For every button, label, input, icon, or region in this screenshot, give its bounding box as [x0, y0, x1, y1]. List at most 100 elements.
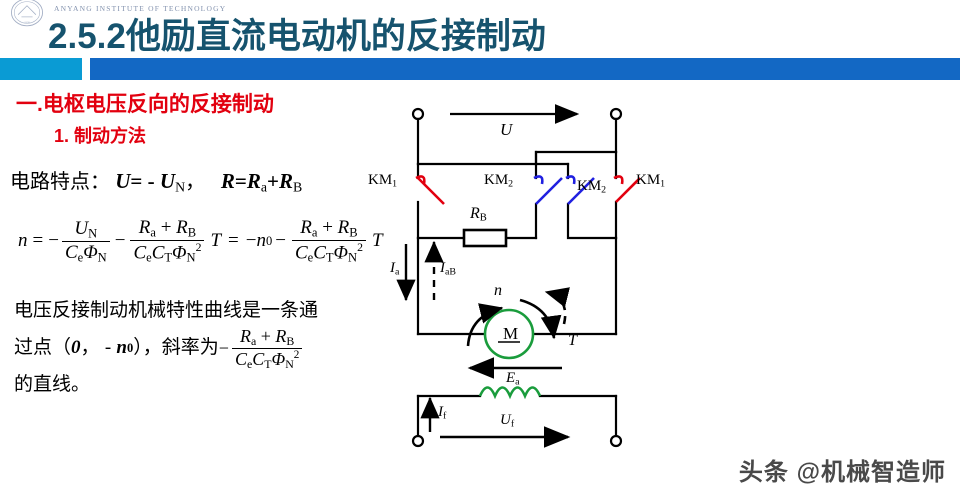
eq-f2-Phi-sup: 2 [195, 241, 202, 255]
feature-Ra: R [246, 169, 261, 193]
eq-f3-Ra-sub: a [311, 225, 318, 240]
label-Uf: Uf [500, 412, 515, 430]
eq-f1-U: U [74, 217, 89, 239]
institute-logo: 1909 ANYANG INSTITUTE OF TECHNOLOGY [2, 0, 232, 28]
seal-icon: 1909 [11, 0, 43, 27]
arrow-T-solid [519, 298, 562, 340]
svg-text:1909: 1909 [24, 22, 30, 25]
slope-Ra: R [239, 325, 251, 346]
fraction-RaRB-CeCTPhi2-2: Ra + RB CeCTΦN2 [291, 217, 366, 265]
eq-f2-plus: + [160, 217, 172, 238]
eq-f2-Ra: R [138, 217, 151, 238]
terminal-bottom-right [609, 434, 623, 448]
fraction-RaRB-CeCTPhi2-1: Ra + RB CeCTΦN2 [130, 217, 205, 265]
label-T: T [568, 332, 577, 349]
feature-label: 电路特点： [10, 171, 110, 193]
slope-Phi: Φ [271, 348, 286, 369]
page-title: 2.5.2他励直流电动机的反接制动 [48, 17, 546, 56]
eq-f2-Ce-sub: e [146, 250, 152, 265]
eq-f3-Ce: C [294, 242, 308, 264]
resistor-RB [462, 228, 508, 248]
eq-f2-CT: C [151, 242, 165, 264]
label-n: n [494, 282, 502, 299]
slope-Phi-sup: 2 [293, 349, 300, 362]
eq-T-2: T [371, 230, 383, 252]
eq-f3-Ra: R [300, 217, 312, 238]
feature-UN-sub: N [175, 179, 186, 195]
eq-f3-CT: C [313, 242, 326, 264]
contact-km2-right [565, 175, 595, 205]
paragraph-neg: - [104, 337, 112, 359]
label-km1-right: KM1 [636, 172, 666, 190]
contact-km1-right [613, 175, 641, 203]
feature-plus: + [266, 169, 279, 193]
eq-minus-1: − [48, 230, 59, 252]
label-U: U [500, 120, 513, 139]
eq-f2-CT-sub: T [164, 250, 173, 265]
eq-f2-Ra-sub: a [150, 225, 156, 240]
eq-f2-RB-sub: B [187, 225, 197, 240]
paragraph-p2g: ），斜率为 [133, 337, 219, 359]
institute-name-en: ANYANG INSTITUTE OF TECHNOLOGY [54, 4, 227, 13]
paragraph-n-sub: 0 [127, 341, 134, 356]
label-Ea: Ea [506, 370, 520, 388]
arrow-n [466, 303, 504, 347]
eq-f2-RB: R [176, 217, 188, 238]
slope-CT-sub: T [264, 357, 272, 372]
paragraph-n: n [116, 337, 127, 359]
paragraph-line-3: 的直线。 [14, 374, 91, 396]
slope-Ce-sub: e [246, 357, 253, 372]
label-RB: RB [470, 205, 487, 224]
eq-f3-CT-sub: T [325, 250, 334, 265]
arrow-T-dashed [544, 287, 570, 325]
eq-f1-Phi-sub: N [97, 249, 107, 264]
eq-f3-Ce-sub: e [307, 250, 314, 265]
section-heading-1: 一.电枢电压反向的反接制动 [16, 93, 274, 116]
paragraph-comma: ， [80, 337, 100, 359]
feature-eq-sign: = - [130, 169, 155, 193]
circuit-svg [396, 104, 641, 448]
eq-f3-RB: R [337, 217, 350, 238]
feature-R-eq: = [234, 169, 247, 193]
label-km2-right: KM2 [577, 178, 607, 196]
label-Ia: Ia [390, 260, 400, 278]
accent-bar-main [90, 58, 960, 80]
slope-Phi-sub: N [285, 357, 294, 372]
field-winding-coil [478, 386, 542, 400]
feature-comma: ， [185, 171, 206, 193]
feature-U: U [115, 169, 131, 193]
paragraph-zero: 0 [71, 337, 81, 359]
eq-f1-C: C [64, 241, 78, 263]
eq-f3-Phi-sub: N [348, 250, 358, 265]
slope-Ce: C [234, 348, 247, 369]
label-km2-left: KM2 [484, 172, 514, 190]
eq-n0-sub: 0 [265, 233, 273, 248]
feature-R: R [220, 169, 235, 193]
circuit-diagram: U KM1 KM2 KM2 KM1 RB Ia IaB n T M Ea If [368, 92, 672, 457]
slope-RB: R [275, 325, 287, 346]
eq-f3-Phi-sup: 2 [357, 241, 363, 255]
eq-equals: = [32, 230, 44, 252]
watermark: 头条 @机械智造师 [738, 459, 946, 486]
feature-RB-sub: B [292, 179, 303, 195]
eq-f3-Phi: Φ [333, 242, 349, 264]
section-heading-2: 1. 制动方法 [54, 126, 147, 146]
terminal-top-right [609, 107, 623, 121]
eq-equals-2: = [228, 230, 239, 252]
circuit-feature-line: 电路特点： U= - UN， R=Ra+RB [10, 165, 302, 196]
label-motor-M: M [503, 324, 519, 343]
slope-plus: + [260, 325, 271, 346]
circuit-wires [411, 107, 623, 336]
fraction-UN-CePhiN: UN CeΦN [61, 217, 110, 264]
eq-n0: n [256, 230, 266, 252]
eq-minus-3: − [245, 230, 257, 252]
feature-UN: U [159, 169, 176, 193]
eq-minus-4: − [275, 230, 286, 252]
eq-n: n [18, 230, 28, 252]
accent-bar-small [0, 58, 82, 80]
eq-f2-Phi: Φ [172, 242, 187, 264]
eq-f2-Phi-sub: N [186, 250, 196, 265]
